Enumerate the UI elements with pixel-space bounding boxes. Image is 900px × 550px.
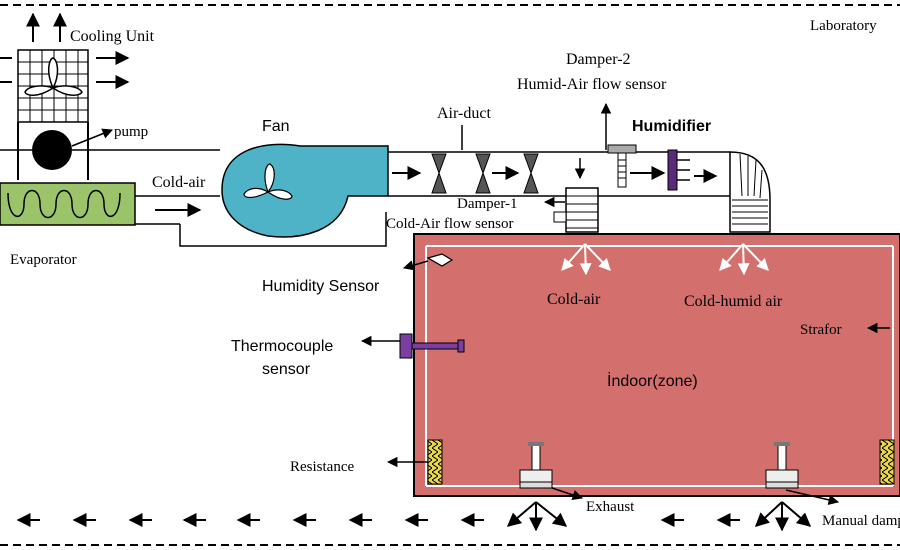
resistance-label: Resistance	[290, 459, 354, 475]
humidity-sensor-pointer	[402, 260, 429, 271]
air-duct-label: Air-duct	[437, 105, 491, 122]
duct-elbow	[729, 151, 771, 233]
cooling-fan-blades-icon	[24, 57, 83, 96]
exhaust-pointer	[551, 487, 583, 500]
humidifier-label: Humidifier	[632, 118, 711, 135]
strafor-label: Strafor	[800, 322, 842, 338]
cooling-unit-arrows	[0, 12, 130, 89]
damper1-label: Damper-1	[457, 196, 518, 212]
humid-air-diffuser-arrows	[719, 243, 769, 276]
manual-damper-icon	[765, 442, 799, 489]
bottom-flow-arrows	[16, 501, 812, 532]
thermocouple-label-line2: sensor	[262, 361, 311, 378]
exhaust-label: Exhaust	[586, 499, 635, 515]
cold-air-sensor-label: Cold-Air flow sensor	[386, 216, 514, 232]
strafor-insulation	[425, 245, 893, 487]
cooling-unit-label: Cooling Unit	[70, 28, 155, 45]
fan-blades-icon	[243, 163, 293, 200]
manual-damper-pointer	[785, 489, 840, 505]
indoor-zone	[413, 233, 900, 497]
cold-humid-air-label: Cold-humid air	[684, 293, 783, 310]
humidity-sensor-icon	[426, 253, 454, 267]
cold-air-zone-label: Cold-air	[547, 291, 601, 308]
humid-air-sensor-label: Humid-Air flow sensor	[517, 76, 667, 93]
thermocouple-label-line1: Thermocouple	[231, 338, 333, 355]
return-duct	[179, 212, 387, 247]
humid-air-flow-sensor-icon	[607, 144, 637, 188]
evaporator	[0, 182, 136, 226]
indoor-zone-label: İndoor(zone)	[607, 371, 698, 390]
thermocouple-icon	[399, 333, 465, 359]
pump-icon	[32, 130, 72, 170]
cooling-unit	[17, 49, 89, 180]
cold-air-diffuser-arrows	[561, 243, 611, 276]
humidifier-icon	[667, 149, 690, 191]
pump-label: pump	[114, 124, 148, 140]
cold-air-duct-label: Cold-air	[152, 174, 206, 191]
exhaust-damper-icon	[519, 442, 553, 489]
fan	[221, 143, 389, 238]
cold-air-flow-sensor-icon	[553, 187, 599, 233]
humidity-sensor-label: Humidity Sensor	[262, 278, 380, 295]
pump-pointer	[71, 128, 113, 147]
manual-damper-label: Manual damper	[822, 513, 900, 529]
fan-label: Fan	[262, 118, 290, 135]
evaporator-label: Evaporator	[10, 252, 77, 268]
damper2-label: Damper-2	[566, 51, 631, 68]
duct-dampers	[431, 153, 539, 194]
laboratory-label: Laboratory	[810, 18, 877, 34]
